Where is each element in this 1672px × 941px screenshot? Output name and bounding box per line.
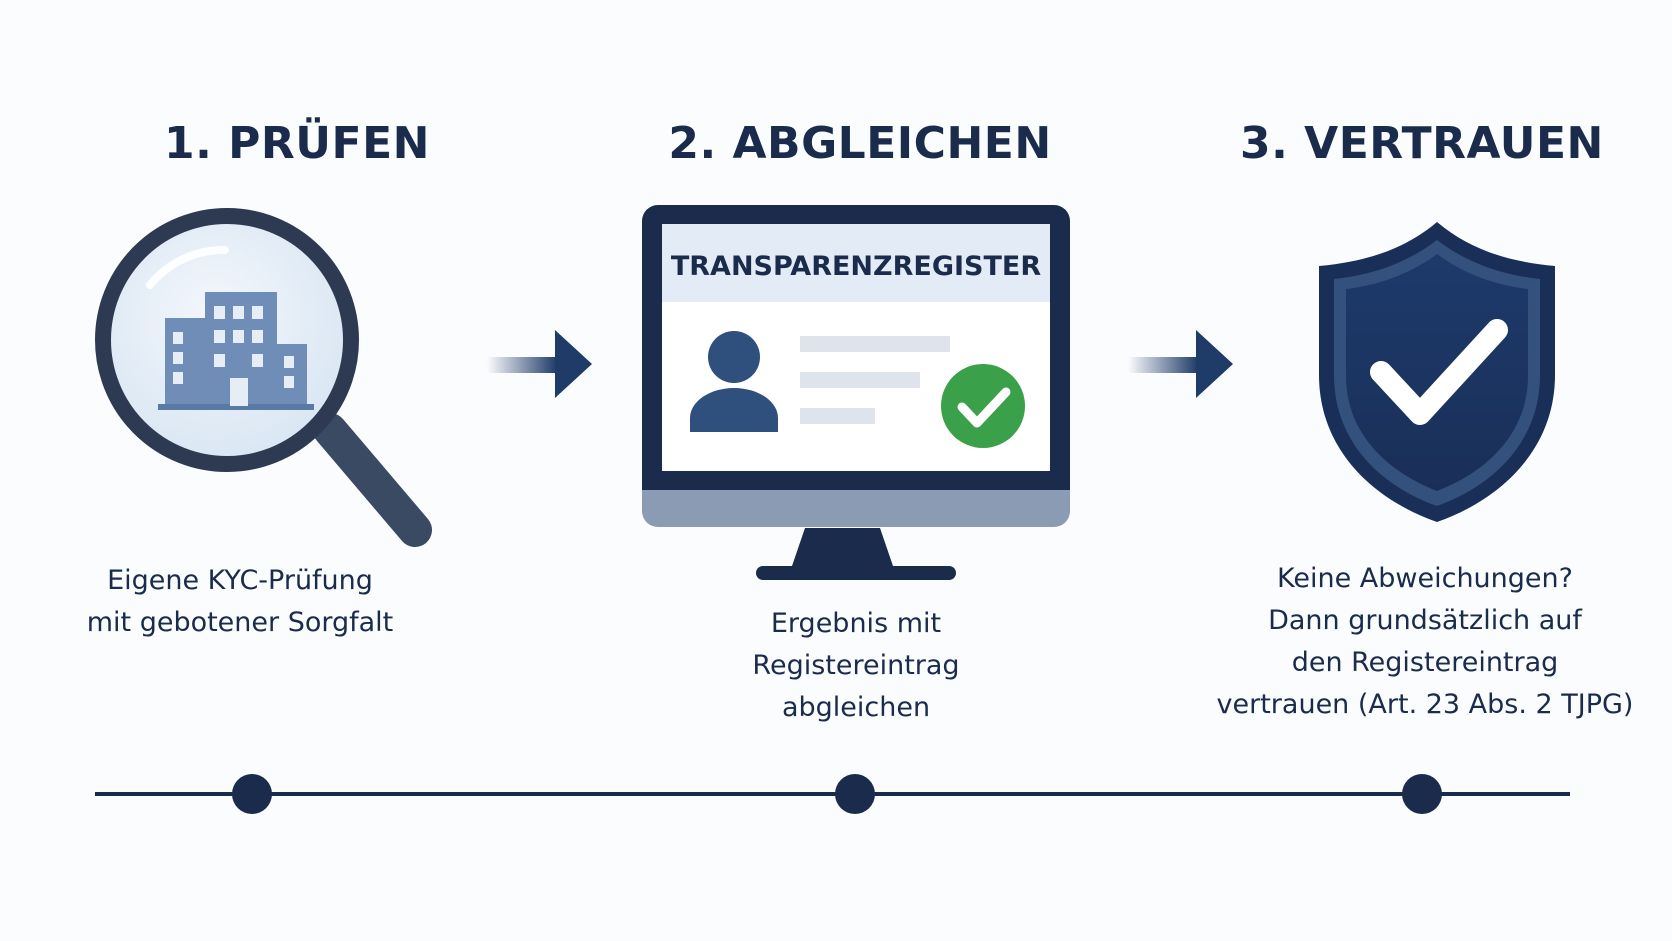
magnifier-handle [313, 413, 432, 547]
step-2-description-line: Registereintrag [752, 650, 960, 681]
shield-check-icon [1319, 222, 1555, 522]
step-3-description-line: Dann grundsätzlich auf [1268, 605, 1582, 636]
step-2-description-line: Ergebnis mit [770, 608, 942, 639]
step-3-description-line: Keine Abweichungen? [1277, 563, 1573, 594]
step-3-description-line: den Registereintrag [1291, 647, 1559, 678]
step-1-description-line: mit gebotener Sorgfalt [86, 607, 394, 638]
step-1-description-line: Eigene KYC-Prüfung [107, 565, 373, 596]
step-3-description: Keine Abweichungen? Dann grundsätzlich a… [1200, 558, 1650, 726]
check-circle-icon [941, 364, 1025, 448]
timeline-dot-1 [232, 774, 272, 814]
step-3-title: 3. VERTRAUEN [1240, 118, 1604, 169]
step-3-description-line: vertrauen (Art. 23 Abs. 2 TJPG) [1216, 689, 1634, 720]
screen-title: TRANSPARENZREGISTER [671, 251, 1042, 282]
timeline [95, 774, 1570, 814]
arrow-right-icon [487, 330, 592, 398]
step-2-description: Ergebnis mit Registereintrag abgleichen [676, 603, 1036, 729]
step-2-title: 2. ABGLEICHEN [668, 118, 1052, 169]
monitor-register-icon [642, 205, 1070, 580]
magnifier-building-icon [95, 208, 432, 547]
user-icon [708, 331, 760, 383]
timeline-dot-2 [835, 774, 875, 814]
step-1-title: 1. PRÜFEN [164, 118, 430, 169]
step-2-description-line: abgleichen [781, 692, 931, 723]
arrow-right-icon [1128, 330, 1233, 398]
timeline-dot-3 [1402, 774, 1442, 814]
step-1-description: Eigene KYC-Prüfung mit gebotener Sorgfal… [60, 560, 420, 644]
